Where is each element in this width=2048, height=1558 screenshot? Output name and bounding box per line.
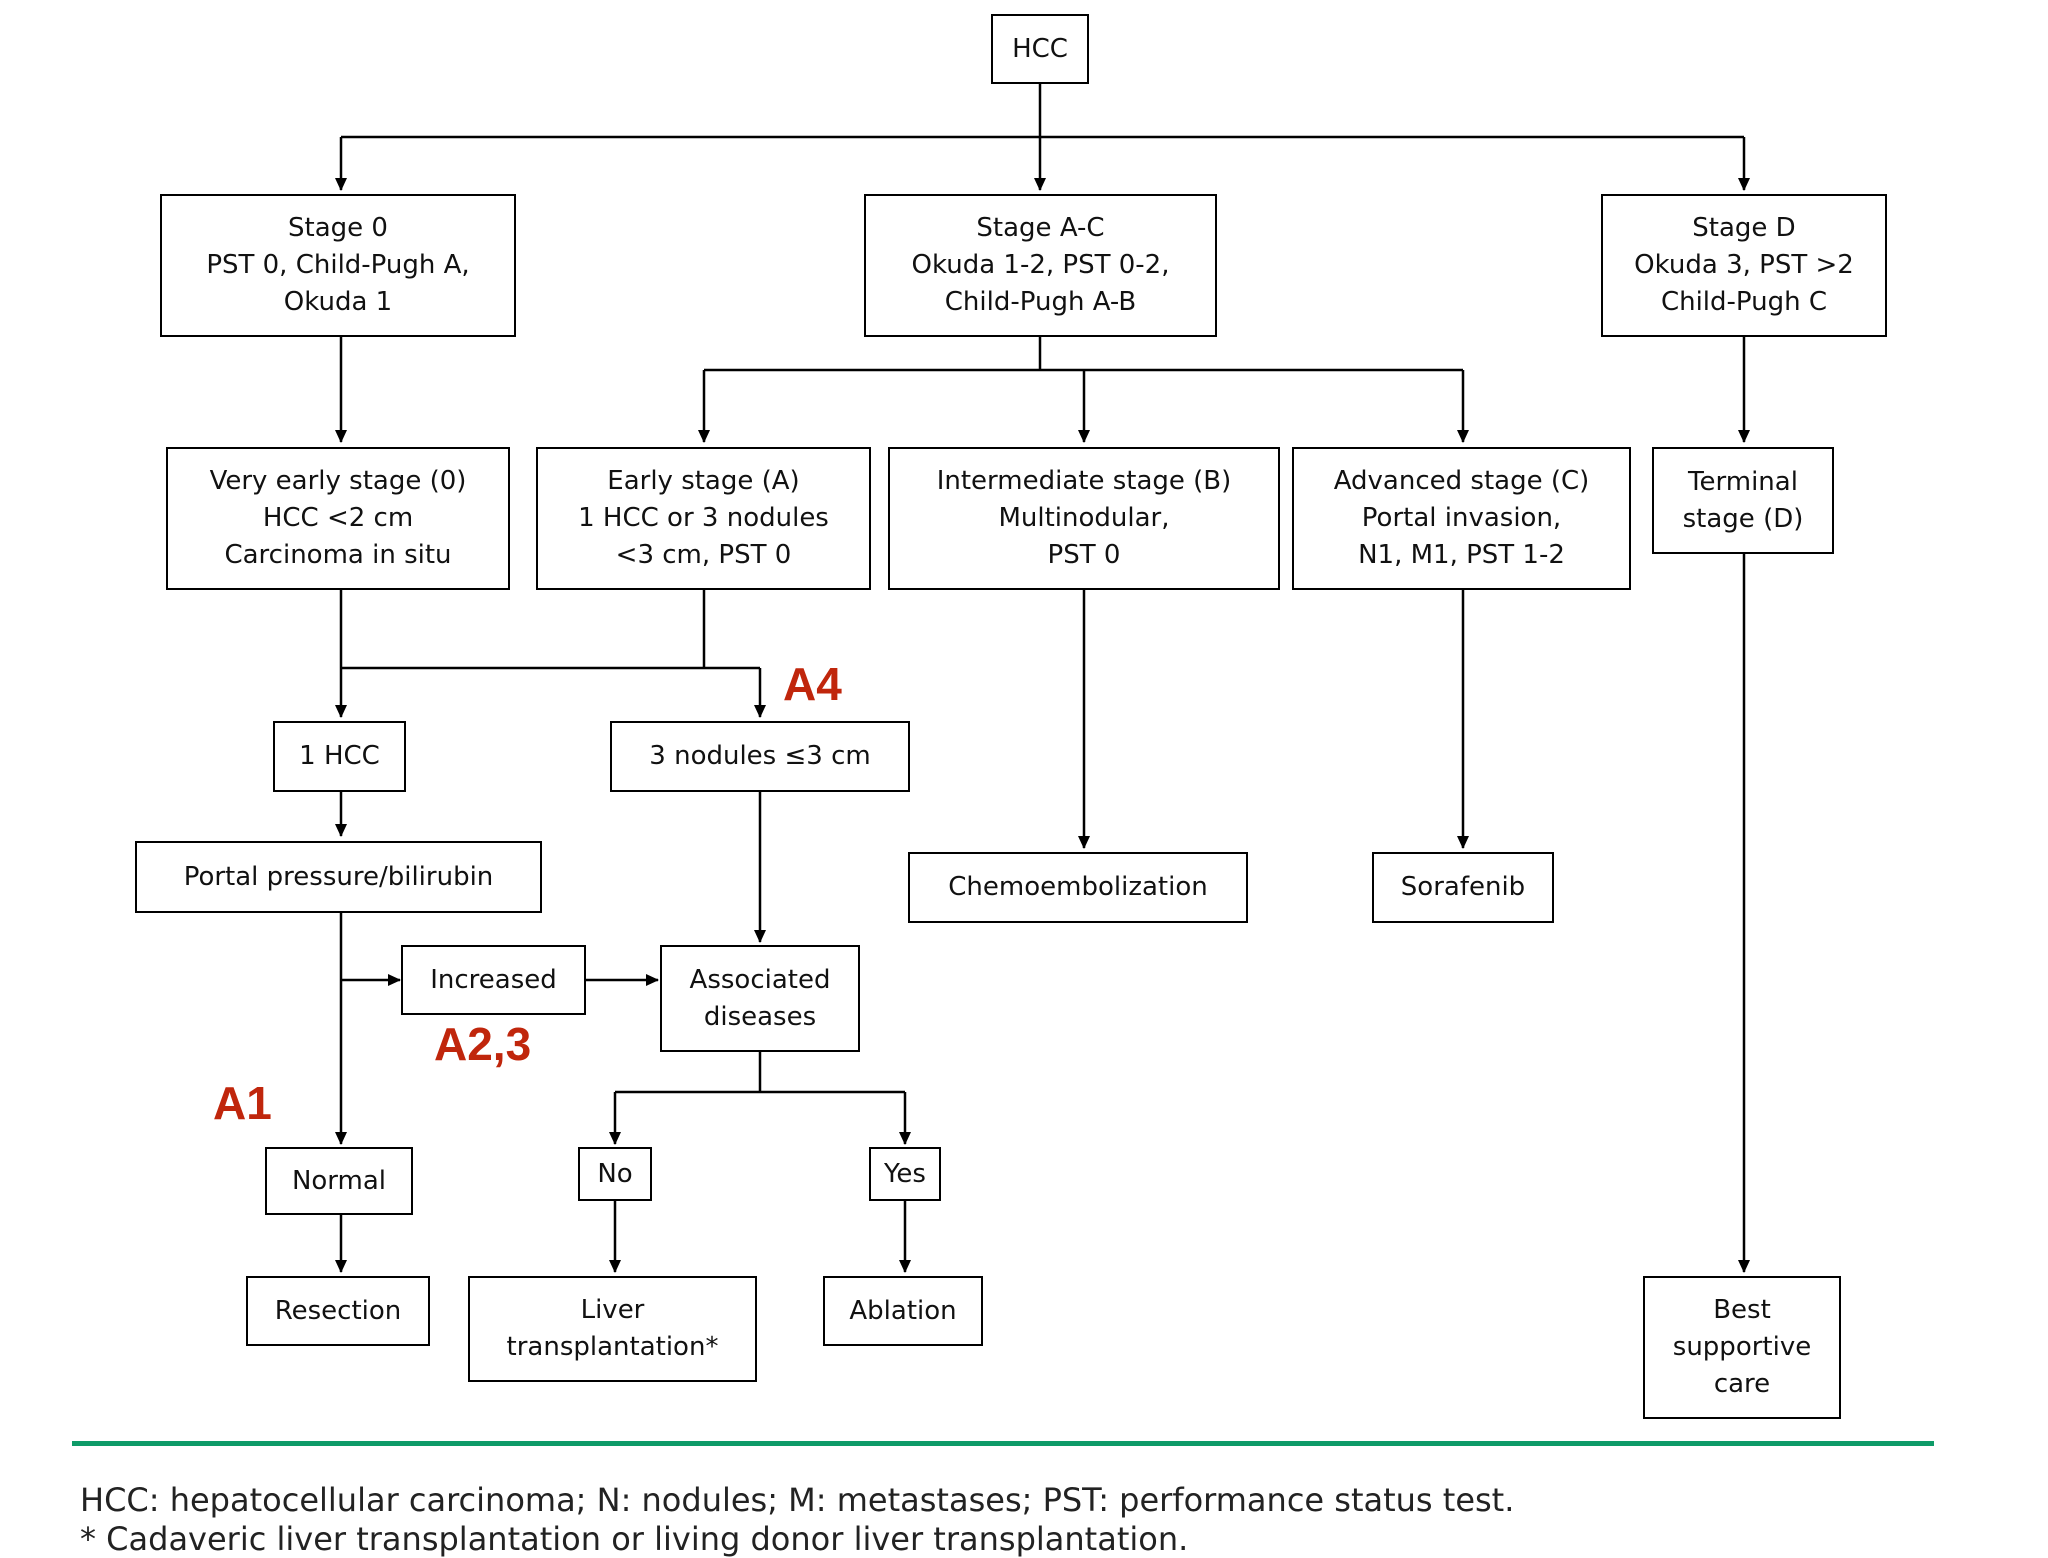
divider-rule	[72, 1441, 1934, 1446]
node-intermediate-stage: Intermediate stage (B) Multinodular, PST…	[888, 447, 1280, 590]
node-very-early-stage: Very early stage (0) HCC <2 cm Carcinoma…	[166, 447, 510, 590]
node-terminal-stage: Terminal stage (D)	[1652, 447, 1834, 554]
node-associated-diseases: Associated diseases	[660, 945, 860, 1052]
node-ablation: Ablation	[823, 1276, 983, 1346]
node-liver-transplantation: Liver transplantation*	[468, 1276, 757, 1382]
node-portal-pressure: Portal pressure/bilirubin	[135, 841, 542, 913]
node-yes: Yes	[869, 1147, 941, 1201]
node-no: No	[578, 1147, 652, 1201]
node-stage-d: Stage D Okuda 3, PST >2 Child-Pugh C	[1601, 194, 1887, 337]
node-stage-0: Stage 0 PST 0, Child-Pugh A, Okuda 1	[160, 194, 516, 337]
annotation-a1: A1	[213, 1077, 272, 1129]
annotation-a4: A4	[783, 658, 842, 710]
node-resection: Resection	[246, 1276, 430, 1346]
node-increased: Increased	[401, 945, 586, 1015]
node-chemoembolization: Chemoembolization	[908, 852, 1248, 923]
node-best-supportive-care: Best supportive care	[1643, 1276, 1841, 1419]
node-advanced-stage: Advanced stage (C) Portal invasion, N1, …	[1292, 447, 1631, 590]
node-three-nodules: 3 nodules ≤3 cm	[610, 721, 910, 792]
annotation-a2-3: A2,3	[434, 1018, 532, 1070]
footnote-transplantation: * Cadaveric liver transplantation or liv…	[80, 1520, 1189, 1558]
node-early-stage: Early stage (A) 1 HCC or 3 nodules <3 cm…	[536, 447, 871, 590]
footnote-abbreviations: HCC: hepatocellular carcinoma; N: nodule…	[80, 1481, 1515, 1519]
node-stage-a-c: Stage A-C Okuda 1-2, PST 0-2, Child-Pugh…	[864, 194, 1217, 337]
node-one-hcc: 1 HCC	[273, 721, 406, 792]
node-hcc: HCC	[991, 14, 1089, 84]
node-sorafenib: Sorafenib	[1372, 852, 1554, 923]
node-normal: Normal	[265, 1147, 413, 1215]
